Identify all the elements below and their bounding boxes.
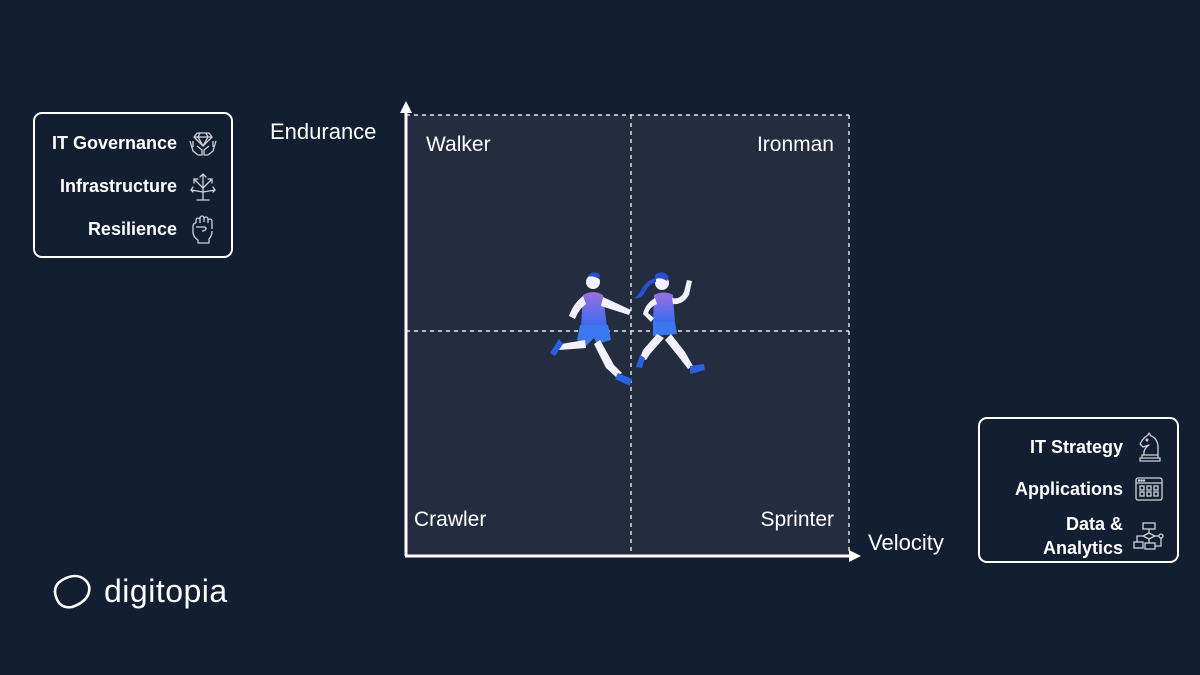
quadrant-label-walker: Walker [426,133,491,156]
legend-item-resilience: Resilience [88,213,219,245]
legend-item-data-analytics: Data & Analytics [1043,512,1165,560]
legend-item-applications: Applications [1015,473,1165,505]
flowchart-icon [1133,520,1165,552]
runner-male-illustration [550,272,632,386]
quadrant-area [406,115,849,555]
legend-item-infrastructure: Infrastructure [60,170,219,202]
hands-diamond-icon [187,127,219,159]
legend-label-multiline: Data & Analytics [1043,512,1123,560]
legend-label: Infrastructure [59,176,177,196]
x-axis-label: Velocity [868,530,944,555]
legend-label: Resilience [87,219,177,239]
legend-item-it-governance: IT Governance [52,127,219,159]
grid-lines [406,114,850,555]
chess-knight-icon [1133,431,1165,463]
fist-icon [187,213,219,245]
quadrant-label-ironman: Ironman [756,133,834,156]
arrows-network-icon [187,170,219,202]
digitopia-logo: digitopia [48,568,228,614]
legend-label: IT Governance [51,133,177,153]
legend-label-line1: Data & [1065,514,1123,534]
y-axis-label: Endurance [270,119,377,144]
digitopia-logo-icon [53,574,91,609]
legend-item-it-strategy: IT Strategy [1030,431,1165,463]
app-window-icon [1133,473,1165,505]
logo-text: digitopia [104,572,228,609]
runner-female-illustration [633,272,705,374]
strategy-legend-card: IT Strategy Applications Data & [978,417,1179,563]
legend-label: IT Strategy [1029,437,1123,457]
legend-label: Applications [1014,479,1123,499]
quadrant-label-sprinter: Sprinter [760,508,834,531]
governance-legend-card: IT Governance Infrastructure Resilience [33,112,233,258]
axes [400,101,861,562]
legend-label-line2: Analytics [1042,538,1123,558]
quadrant-label-crawler: Crawler [414,508,487,531]
